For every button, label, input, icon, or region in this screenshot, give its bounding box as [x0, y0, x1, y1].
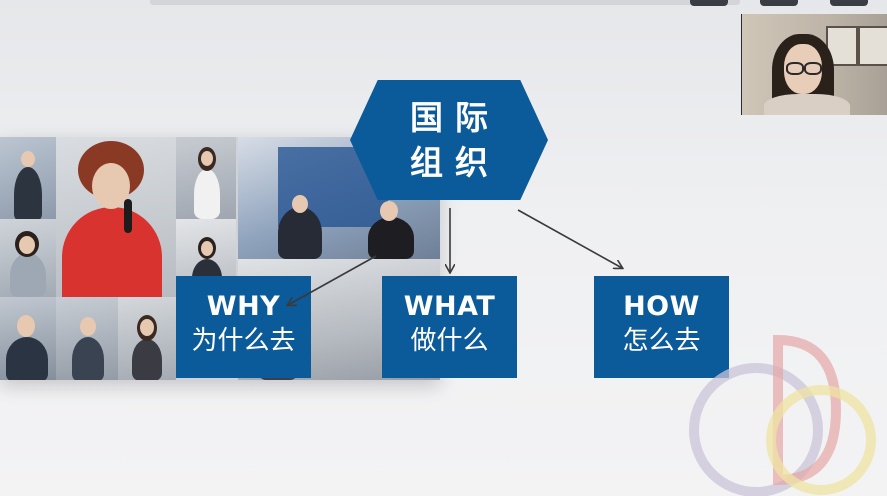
hexagon-title: 国际 组织	[350, 80, 548, 200]
collage-photo	[0, 219, 56, 297]
how-title: HOW	[623, 291, 700, 322]
why-title: WHY	[206, 291, 281, 322]
cd-circles-logo-icon	[689, 334, 876, 496]
how-subtitle: 怎么去	[622, 326, 701, 356]
what-title: WHAT	[403, 291, 496, 322]
top-control-tab[interactable]	[760, 0, 798, 6]
arrow-to-how	[517, 209, 622, 268]
hexagon-line-1: 国际	[410, 98, 500, 137]
collage-photo	[56, 137, 176, 297]
collage-photo	[118, 297, 176, 380]
collage-photo	[0, 137, 56, 219]
collage-photo	[176, 137, 236, 219]
why-subtitle: 为什么去	[191, 326, 296, 356]
hexagon-line-2: 组织	[410, 143, 500, 182]
how-box: HOW 怎么去	[594, 276, 729, 378]
what-box: WHAT 做什么	[382, 276, 517, 378]
top-control-tab[interactable]	[830, 0, 868, 6]
top-toolbar-strip	[150, 0, 740, 5]
hexagon-label: 国际 组织	[395, 95, 503, 185]
top-control-tab[interactable]	[690, 0, 728, 6]
collage-photo	[0, 297, 56, 380]
what-subtitle: 做什么	[410, 326, 489, 356]
presenter-webcam-video[interactable]	[741, 14, 887, 115]
why-box: WHY 为什么去	[176, 276, 311, 378]
collage-photo	[56, 297, 118, 380]
